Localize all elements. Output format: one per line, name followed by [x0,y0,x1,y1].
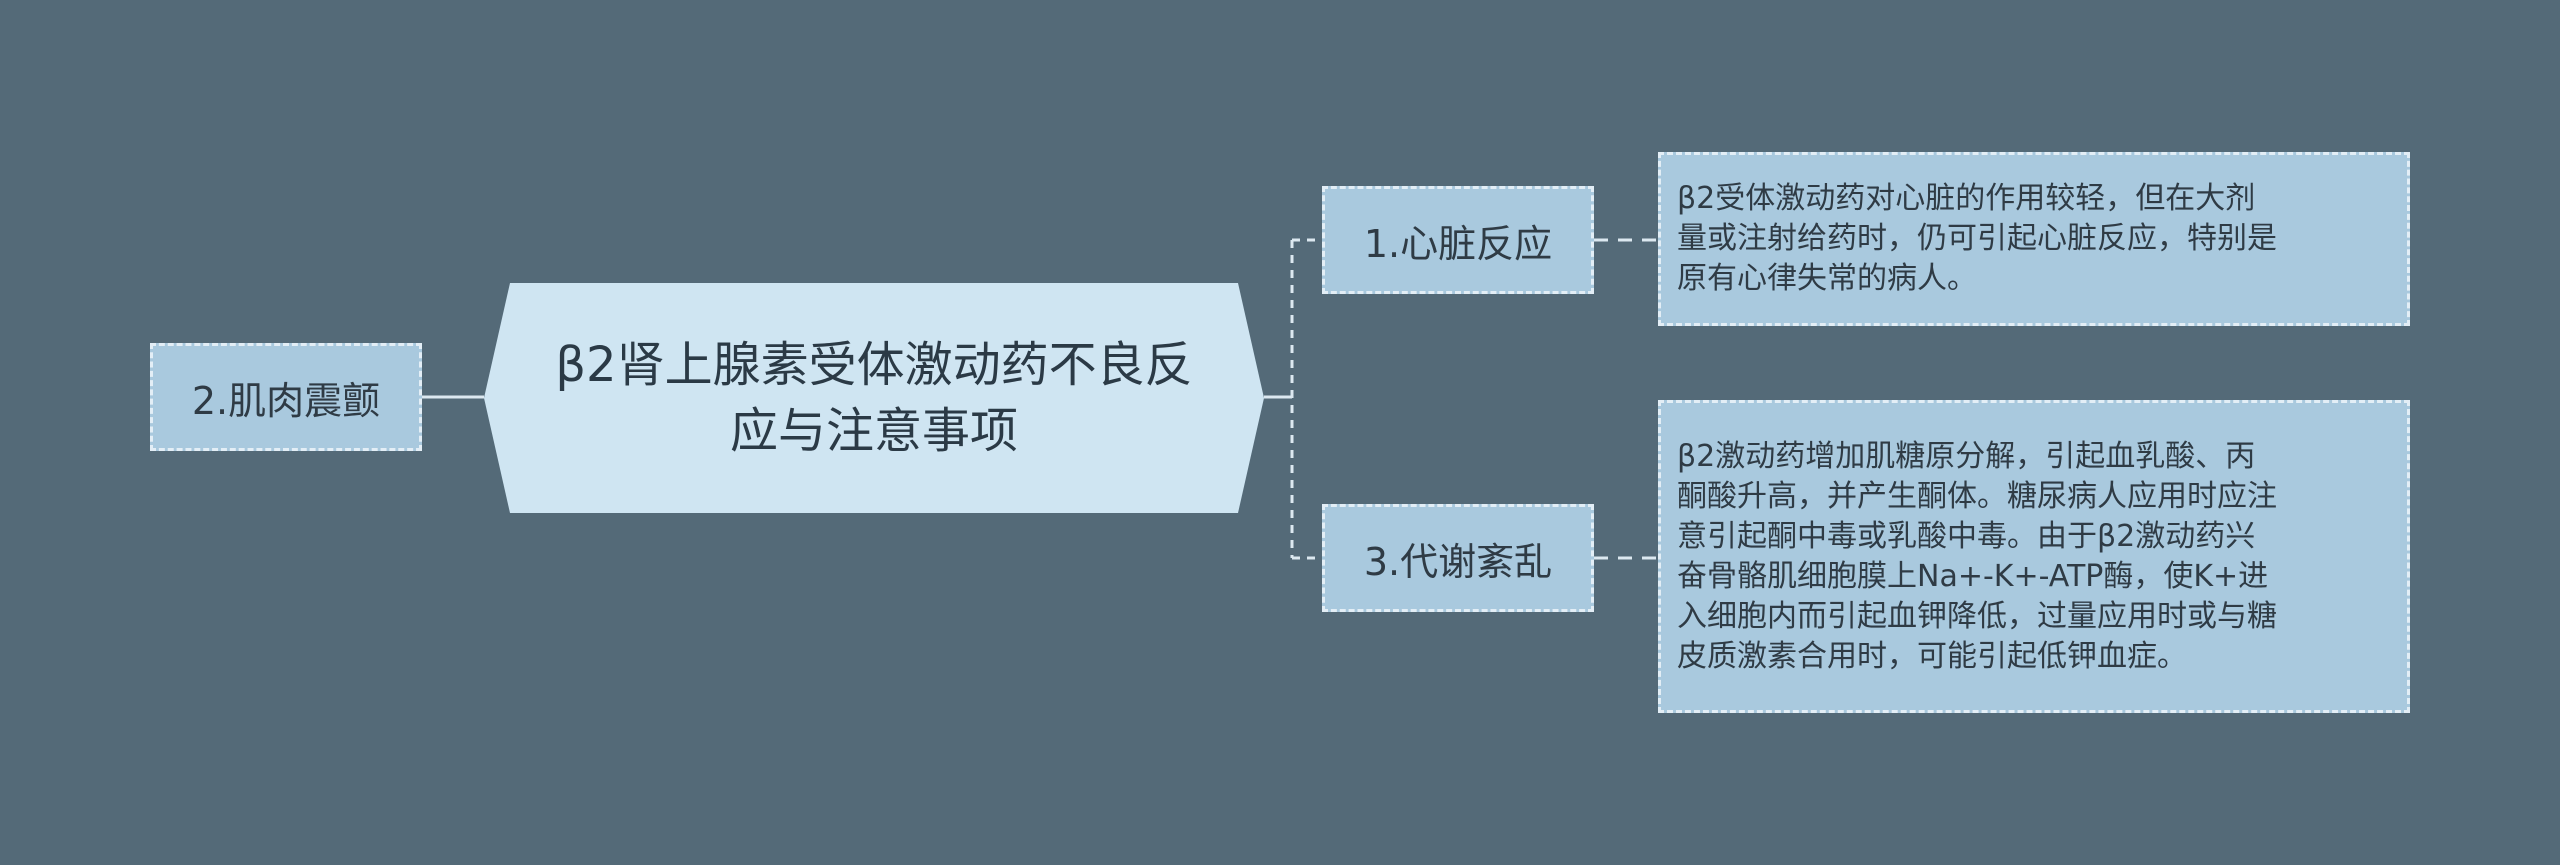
description-text: β2激动药增加肌糖原分解，引起血乳酸、丙 酮酸升高，并产生酮体。糖尿病人应用时应… [1677,438,2277,674]
central-topic-node[interactable]: β2肾上腺素受体激动药不良反应与注意事项 [484,283,1264,513]
topic-label: 1.心脏反应 [1363,221,1553,266]
description-node-cardiac[interactable]: β2受体激动药对心脏的作用较轻，但在大剂 量或注射给药时，仍可引起心脏反应，特别… [1658,152,2410,326]
topic-label: 3.代谢紊乱 [1363,539,1553,584]
central-topic-title: β2肾上腺素受体激动药不良反应与注意事项 [555,337,1193,459]
topic-node-muscle-tremor[interactable]: 2.肌肉震颤 [150,343,422,451]
topic-node-cardiac-reaction[interactable]: 1.心脏反应 [1322,186,1594,294]
topic-label: 2.肌肉震颤 [191,378,381,423]
topic-node-metabolic-disorder[interactable]: 3.代谢紊乱 [1322,504,1594,612]
description-node-metabolic[interactable]: β2激动药增加肌糖原分解，引起血乳酸、丙 酮酸升高，并产生酮体。糖尿病人应用时应… [1658,400,2410,713]
description-text: β2受体激动药对心脏的作用较轻，但在大剂 量或注射给药时，仍可引起心脏反应，特别… [1677,181,2277,296]
